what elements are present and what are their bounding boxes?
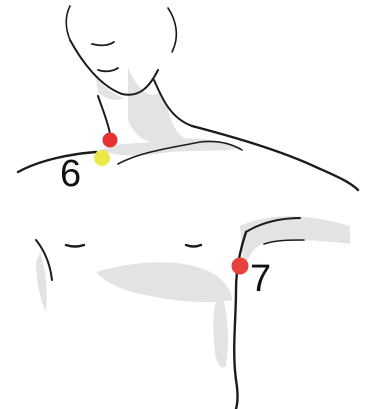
pectoral-shading (96, 262, 232, 302)
ear-line (168, 8, 176, 52)
neck-shading (128, 68, 196, 146)
point-7-marker (232, 258, 249, 275)
point-6-marker (94, 150, 110, 166)
point-6-label: 6 (60, 153, 81, 195)
left-side-shading (36, 252, 47, 312)
shoulder-line-right (192, 126, 358, 190)
red-dot-upper (103, 133, 118, 148)
mouth-line (98, 68, 118, 71)
clavicle-shading (100, 138, 240, 155)
left-nipple-mark (66, 245, 84, 247)
jaw-line (70, 40, 158, 95)
point-7-label: 7 (250, 258, 271, 300)
right-nipple-mark (186, 245, 201, 247)
shoulder-line-left (18, 152, 96, 172)
nose-line (92, 42, 114, 45)
neck-left-line (98, 96, 110, 134)
face-outline (66, 6, 70, 40)
chest-arm-drawing (36, 216, 350, 409)
